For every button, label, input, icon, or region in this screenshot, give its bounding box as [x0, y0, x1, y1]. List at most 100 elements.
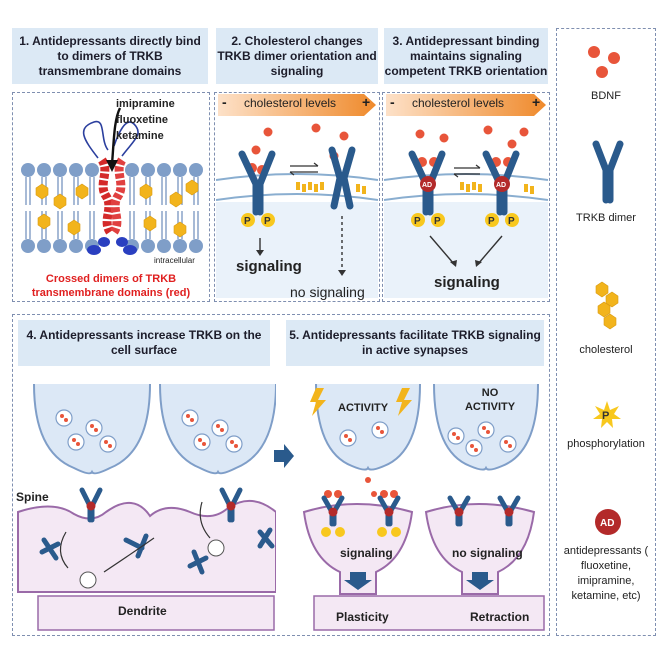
dendrite-label: Dendrite: [118, 604, 167, 618]
nosignaling-arrowhead: [338, 270, 346, 276]
intracellular-segments: [87, 237, 137, 255]
signaling-arrowhead: [256, 250, 264, 256]
dendrite-shaft: [313, 595, 545, 631]
membrane-cholesterol: [460, 182, 534, 194]
panel5-signaling: signaling: [340, 546, 393, 560]
converge-arrowhead-right: [475, 260, 482, 267]
svg-text:P: P: [434, 216, 441, 227]
legend-box: [556, 28, 656, 636]
legend-trkb-label: TRKB dimer: [576, 212, 636, 224]
synaptic-vesicles: [55, 409, 243, 453]
ad-badges: [328, 507, 514, 517]
phospho-stars: [321, 527, 401, 537]
drug-ketamine: ketamine: [116, 130, 164, 142]
equilibrium-arrows: [453, 164, 481, 178]
ad-badge-right: [494, 176, 510, 192]
trkb-loops: [82, 120, 139, 159]
legend-ad-text: AD: [600, 518, 614, 529]
panel3-signaling: signaling: [434, 274, 500, 291]
legend-bdnf-label: BDNF: [591, 90, 621, 102]
phospho-stars: [411, 213, 519, 227]
intracellular-label: intracellular: [154, 256, 195, 265]
panel5-header-text: 5. Antidepressants facilitate TRKB signa…: [289, 328, 541, 357]
ad-badge-spine: [86, 501, 96, 511]
membrane-lower: [216, 193, 378, 201]
dendrite-spines: [17, 500, 276, 593]
legend-trkb-icon: [592, 140, 624, 204]
converge-arrowhead-left: [450, 260, 457, 267]
endocytic-vesicles: [79, 539, 225, 589]
panel2-gradient-label: cholesterol levels: [244, 96, 337, 110]
upper-lipid-heads: [21, 163, 203, 177]
equilibrium-arrows: [289, 162, 319, 176]
legend-antidepressants-label: antidepressants ( fluoxetine, imipramine…: [563, 545, 649, 602]
activity-bolts: [310, 388, 412, 416]
trkb-dimer-nosignaling: [328, 146, 356, 210]
ad-text-left: AD: [422, 182, 432, 189]
panel4-box: [12, 314, 550, 636]
panel2-header-text: 2. Cholesterol changes TRKB dimer orient…: [217, 33, 377, 78]
plasticity-label: Plasticity: [336, 610, 389, 624]
panel1-header: 1. Antidepressants directly bind to dime…: [12, 28, 208, 84]
postsynaptic-spines: [302, 503, 536, 595]
converge-arrow-right: [477, 235, 503, 265]
ad-badge-spine-2: [226, 501, 236, 511]
membrane-dimer-illustration: [21, 107, 203, 255]
panel1-header-text: 1. Antidepressants directly bind to dime…: [19, 33, 201, 78]
legend-phosphorylation-label: phosphorylation: [567, 438, 645, 450]
transition-arrow: [274, 444, 294, 468]
synaptic-vesicles: [339, 421, 517, 457]
trafficking-arrows: [59, 501, 211, 573]
phospho-p-right: P: [264, 216, 271, 227]
legend-cholesterol-label: cholesterol: [579, 344, 633, 356]
ad-text-right: AD: [496, 182, 506, 189]
dendrite-shaft: [37, 595, 275, 631]
cholesterol-gradient-arrow: [218, 94, 376, 116]
cholesterol-molecules: [35, 179, 199, 238]
panel4-header: 4. Antidepressants increase TRKB on the …: [18, 320, 270, 366]
panel5-header: 5. Antidepressants facilitate TRKB signa…: [286, 320, 544, 366]
membrane-cholesterol: [296, 182, 366, 194]
panel2-minus: -: [222, 94, 227, 110]
panel2-plus: +: [362, 94, 371, 110]
panel3-illustration: AD AD P P P P: [384, 94, 548, 298]
drug-binding-arrowhead: [106, 160, 118, 172]
legend-bdnf-icon: [588, 46, 620, 78]
svg-text:P: P: [414, 216, 421, 227]
panel4-illustration: [17, 383, 276, 631]
panel2-header: 2. Cholesterol changes TRKB dimer orient…: [216, 28, 378, 84]
panel3-header-text: 3. Antidepressant binding maintains sign…: [384, 33, 548, 78]
spine-label: Spine: [16, 490, 49, 504]
panel5-no-signaling: no signaling: [452, 546, 523, 560]
panel3-gradient-label: cholesterol levels: [412, 96, 505, 110]
membrane-upper: [216, 173, 378, 181]
cholesterol-gradient-arrow: [386, 94, 546, 116]
panel2-no-signaling: no signaling: [290, 284, 365, 300]
drug-fluoxetine: fluoxetine: [116, 114, 168, 126]
legend-cholesterol-icon: [595, 281, 619, 330]
bound-bdnf: [324, 490, 398, 498]
panel4-header-text: 4. Antidepressants increase TRKB on the …: [26, 328, 262, 357]
phospho-stars: [241, 213, 275, 227]
panel2-illustration: P P: [216, 94, 378, 298]
panel3-header: 3. Antidepressant binding maintains sign…: [384, 28, 548, 84]
panel3-plus: +: [532, 94, 541, 110]
ad-badge-left: [420, 176, 436, 192]
panel3-box: [382, 92, 550, 302]
membrane-lower: [384, 193, 548, 201]
svg-text:P: P: [508, 216, 515, 227]
legend-phosphorylation-icon: P: [593, 401, 621, 428]
legend-ad-icon: AD: [595, 509, 621, 535]
panel5-illustration: [302, 383, 545, 631]
svg-text:P: P: [488, 216, 495, 227]
legend-p-text: P: [602, 410, 609, 422]
retraction-label: Retraction: [470, 610, 530, 624]
panel2-signaling: signaling: [236, 258, 302, 275]
drug-imipramine: imipramine: [116, 98, 175, 110]
activity-label: ACTIVITY: [338, 402, 389, 414]
vesicle-bdnf: [60, 414, 238, 448]
transmembrane-helices: [97, 157, 127, 235]
trkb-dimer-signaling: [238, 150, 276, 216]
drug-binding-arrow: [110, 107, 122, 165]
